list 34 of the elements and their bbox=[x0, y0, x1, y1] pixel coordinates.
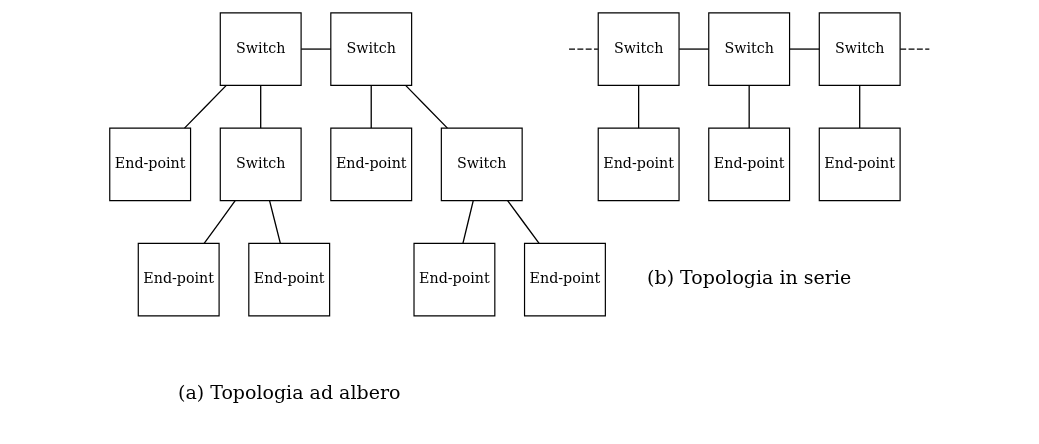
node-box: End-point bbox=[108, 127, 191, 202]
node-box: End-point bbox=[707, 127, 790, 202]
connector bbox=[788, 48, 820, 50]
connector bbox=[678, 48, 709, 50]
node-box: End-point bbox=[247, 242, 330, 317]
connector bbox=[268, 200, 281, 245]
connector bbox=[203, 200, 236, 245]
connector bbox=[899, 48, 930, 50]
node-box: End-point bbox=[329, 127, 412, 202]
connector bbox=[748, 84, 750, 129]
node-box: Switch bbox=[597, 12, 680, 86]
connector bbox=[461, 200, 474, 245]
connector bbox=[370, 84, 372, 129]
node-box: Switch bbox=[707, 12, 790, 86]
node-box: End-point bbox=[597, 127, 680, 202]
connector bbox=[183, 84, 227, 129]
label: (b) Topologia in serie bbox=[646, 266, 851, 289]
node-box: Switch bbox=[329, 12, 412, 86]
connector bbox=[858, 84, 860, 129]
connector bbox=[259, 84, 261, 129]
node-box: End-point bbox=[523, 242, 606, 317]
node-box: End-point bbox=[137, 242, 220, 317]
connector bbox=[300, 48, 331, 50]
connector bbox=[506, 200, 540, 245]
connector bbox=[567, 48, 599, 50]
label: (a) Topologia ad albero bbox=[177, 381, 400, 404]
connector bbox=[404, 84, 448, 129]
node-box: Switch bbox=[440, 127, 523, 202]
node-box: End-point bbox=[412, 242, 495, 317]
node-box: Switch bbox=[219, 12, 302, 86]
node-box: End-point bbox=[818, 127, 901, 202]
node-box: Switch bbox=[219, 127, 302, 202]
connector bbox=[637, 84, 639, 129]
node-box: Switch bbox=[818, 12, 901, 86]
